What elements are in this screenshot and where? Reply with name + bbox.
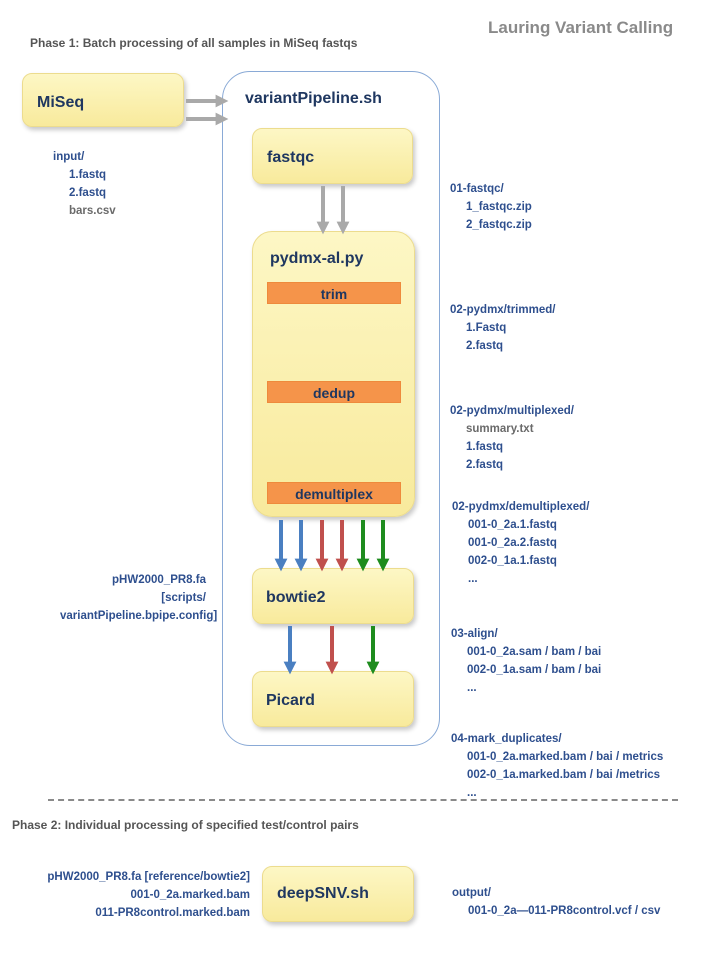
- demultiplex-step: demultiplex: [267, 482, 401, 504]
- phase1-label: Phase 1: Batch processing of all samples…: [30, 36, 358, 50]
- deepsnv-output-note: output/ 001-0_2a—011-PR8control.vcf / cs…: [452, 887, 661, 917]
- bowtie2-box: bowtie2: [252, 568, 414, 624]
- pydmx-label: pydmx-al.py: [270, 250, 364, 267]
- dedup-step: dedup: [267, 381, 401, 403]
- phase2-label: Phase 2: Individual processing of specif…: [12, 818, 359, 832]
- align-output-note: 03-align/ 001-0_2a.sam / bam / bai 002-0…: [451, 628, 602, 694]
- bowtie2-label: bowtie2: [266, 589, 326, 606]
- miseq-box: MiSeq: [22, 73, 184, 127]
- fastqc-box: fastqc: [252, 128, 413, 184]
- input-note: input/ 1.fastq 2.fastq bars.csv: [53, 151, 116, 217]
- reference-note: pHW2000_PR8.fa [scripts/ variantPipeline…: [60, 574, 218, 622]
- deepsnv-label: deepSNV.sh: [277, 885, 369, 902]
- diagram-title: Lauring Variant Calling: [488, 18, 674, 37]
- phase-divider: [48, 799, 678, 801]
- demultiplexed-output-note: 02-pydmx/demultiplexed/ 001-0_2a.1.fastq…: [452, 501, 590, 585]
- trim-step: trim: [267, 282, 401, 304]
- pipeline-label: variantPipeline.sh: [245, 90, 382, 107]
- fastqc-label: fastqc: [267, 149, 315, 166]
- deepsnv-input-note: pHW2000_PR8.fa [reference/bowtie2] 001-0…: [47, 871, 250, 919]
- multiplexed-output-note: 02-pydmx/multiplexed/ summary.txt 1.fast…: [450, 405, 574, 471]
- miseq-label: MiSeq: [37, 94, 85, 111]
- trimmed-output-note: 02-pydmx/trimmed/ 1.Fastq 2.fastq: [450, 304, 556, 352]
- markdup-output-note: 04-mark_duplicates/ 001-0_2a.marked.bam …: [451, 733, 664, 799]
- deepsnv-box: deepSNV.sh: [262, 866, 414, 922]
- fastqc-output-note: 01-fastqc/ 1_fastqc.zip 2_fastqc.zip: [450, 183, 532, 231]
- pydmx-box: pydmx-al.py trim dedup demultiplex: [252, 231, 415, 517]
- picard-label: Picard: [266, 692, 315, 709]
